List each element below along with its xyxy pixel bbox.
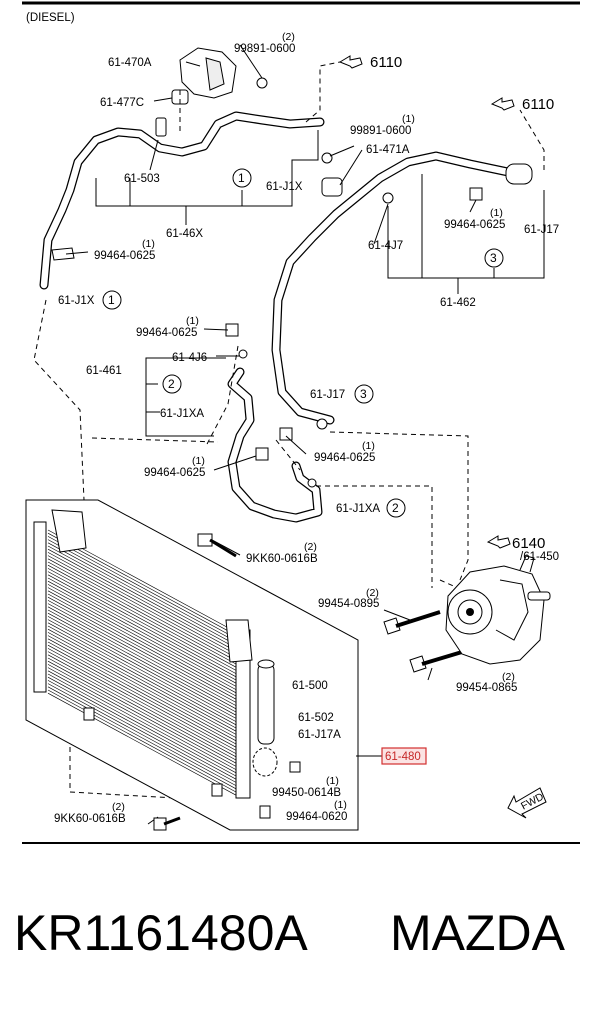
callout-61-471a: 61-471A: [366, 144, 410, 156]
callout-9kk60-0616b: 9KK60-0616B: [246, 553, 318, 565]
callout-qty: (2): [282, 31, 295, 43]
callout-61-j17a: 61-J17A: [298, 729, 341, 741]
callout-qty: (1): [326, 775, 339, 787]
callout-61-j1xa: 61-J1XA: [160, 408, 204, 420]
callout-99464-0625: 99464-0625: [94, 250, 155, 262]
callout-61-4j7: 61-4J7: [368, 240, 403, 252]
reference-arrow-icon: [338, 55, 363, 69]
forward-arrow-icon: [507, 787, 547, 819]
callout-61-4j6: 61-4J6: [172, 352, 207, 364]
reference-arrow-icon: [490, 97, 515, 111]
highlighted-part-61-480[interactable]: 61-480: [356, 747, 427, 765]
callout-61-462: 61-462: [440, 297, 476, 309]
group-markers: 1 1 2 2 3 3: [102, 168, 504, 518]
callout-61-j1x: 61-J1X: [266, 181, 303, 193]
group-marker-3: 3: [490, 251, 497, 265]
compressor: [445, 555, 551, 665]
group-marker-2: 2: [392, 501, 399, 515]
callout-labels: 61-470A (2) 99891-0600 61-477C (1) 99891…: [54, 31, 559, 825]
part-number: KR1161480A: [14, 905, 308, 961]
callout-qty: (2): [112, 801, 125, 813]
group-marker-1: 1: [108, 293, 115, 307]
callout-99464-0625: 99464-0625: [136, 327, 197, 339]
ref-label[interactable]: 6140: [512, 535, 545, 552]
condenser-core: [47, 529, 237, 796]
callout-99454-0895: 99454-0895: [318, 598, 379, 610]
callout-qty: (1): [402, 113, 415, 125]
callout-99891-0600: 99891-0600: [234, 43, 295, 55]
brand-name: MAZDA: [390, 905, 566, 961]
callout-99454-0865: 99454-0865: [456, 682, 517, 694]
callout-99464-0620: 99464-0620: [286, 811, 347, 823]
callout-61-j1x: 61-J1X: [58, 295, 95, 307]
reference-arrow-icon: [486, 535, 511, 549]
highlight-box: [381, 747, 427, 765]
callout-61-j1xa: 61-J1XA: [336, 503, 380, 515]
callout-61-470a: 61-470A: [108, 57, 152, 69]
callout-qty: (1): [334, 799, 347, 811]
callout-99464-0625: 99464-0625: [444, 219, 505, 231]
callout-61-500: 61-500: [292, 680, 328, 692]
condenser-assembly: [25, 499, 359, 831]
ref-label[interactable]: 6110: [522, 96, 554, 113]
callout-99891-0600: 99891-0600: [350, 125, 411, 137]
engine-label: (DIESEL): [26, 12, 75, 24]
hose-61-462: [271, 151, 513, 425]
callout-61-477c: 61-477C: [100, 97, 144, 109]
pipe-fittings: [51, 47, 533, 488]
callout-qty: (1): [490, 207, 503, 219]
callout-9kk60-0616b: 9KK60-0616B: [54, 813, 126, 825]
fwd-direction-badge: FWD: [507, 787, 547, 819]
callout-99464-0625: 99464-0625: [314, 452, 375, 464]
callout-61-j17: 61-J17: [524, 224, 559, 236]
group-marker-3: 3: [360, 387, 367, 401]
callout-61-450: /61-450: [520, 551, 559, 563]
callout-qty: (2): [366, 587, 379, 599]
hose-61-46x: [39, 111, 325, 290]
callout-61-502: 61-502: [298, 712, 334, 724]
ref-6140[interactable]: 6140: [486, 535, 545, 552]
callout-qty: (2): [502, 671, 515, 683]
callout-qty: (2): [304, 541, 317, 553]
bolts: [153, 533, 463, 831]
callout-qty: (1): [362, 440, 375, 452]
callout-61-j17: 61-J17: [310, 389, 345, 401]
callout-qty: (1): [142, 238, 155, 250]
ref-6110-b[interactable]: 6110: [490, 96, 554, 113]
ref-6110-a[interactable]: 6110: [338, 54, 402, 71]
callout-61-46x: 61-46X: [166, 228, 203, 240]
ref-label[interactable]: 6110: [370, 54, 402, 71]
group-marker-2: 2: [168, 377, 175, 391]
receiver-drier: [257, 663, 275, 745]
callout-99450-0614b: 99450-0614B: [272, 787, 341, 799]
callout-99464-0625: 99464-0625: [144, 467, 205, 479]
callout-61-503: 61-503: [124, 173, 160, 185]
callout-61-461: 61-461: [86, 365, 122, 377]
callout-61-480[interactable]: 61-480: [385, 751, 421, 763]
group-marker-1: 1: [238, 171, 245, 185]
group-brackets: [95, 130, 545, 437]
callout-qty: (1): [186, 315, 199, 327]
callout-qty: (1): [192, 455, 205, 467]
hose-61-461: [227, 367, 323, 523]
